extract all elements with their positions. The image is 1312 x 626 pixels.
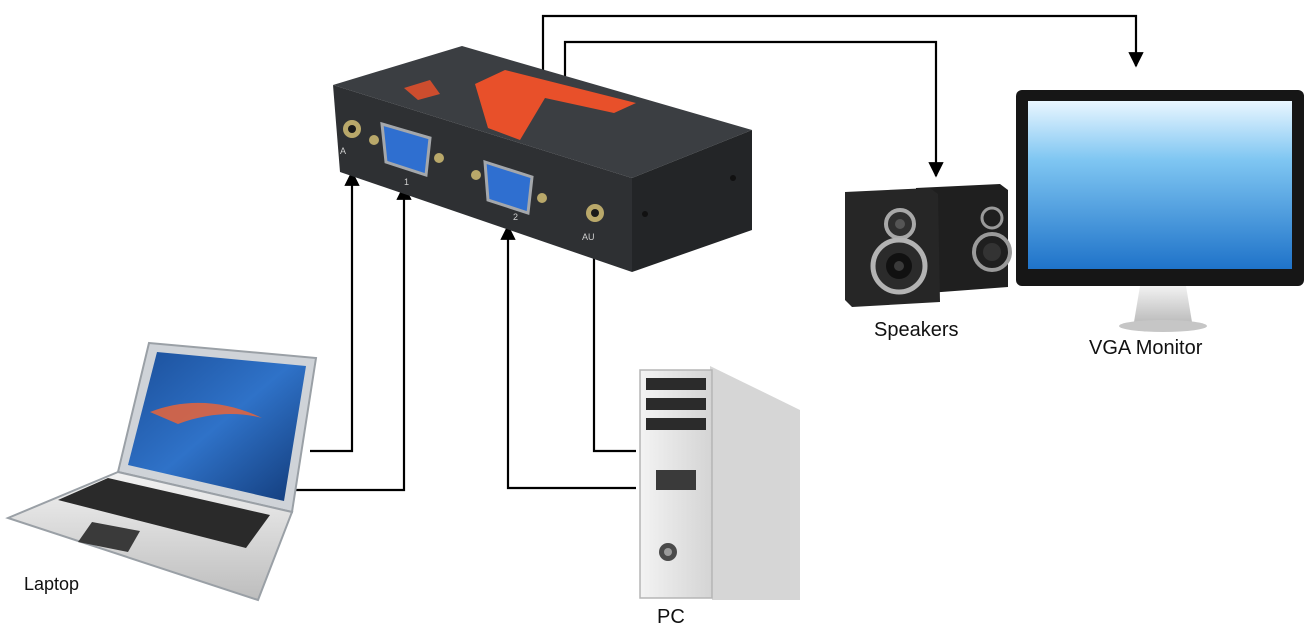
laptop-screen: [128, 352, 306, 501]
pc-tower-icon: [639, 366, 800, 600]
vga-switch-icon: A 1 2 AU: [333, 46, 752, 272]
wire-pc-audio: [586, 238, 636, 453]
pc-side-panel: [710, 366, 800, 600]
wire-pc-vga: [500, 224, 636, 490]
monitor-neck: [1134, 286, 1192, 322]
switch-accent-mark: [404, 80, 440, 100]
laptop-touchpad: [78, 522, 140, 552]
pc-drive-bay-1: [646, 378, 706, 390]
wire-laptop-audio: [310, 170, 360, 453]
laptop-screen-logo: [150, 402, 262, 424]
vga-port-2: [471, 159, 547, 215]
pc-drive-bay-2: [646, 398, 706, 410]
speaker-left: [845, 188, 940, 307]
switch-top-face: [333, 46, 752, 178]
pc-drive-bay-3: [646, 418, 706, 430]
speakers-label: Speakers: [874, 319, 959, 341]
wire-switch-to-speakers: [563, 40, 944, 178]
audio-in-label: A: [340, 146, 346, 156]
laptop-keyboard: [58, 478, 270, 548]
audio-out-label: AU: [582, 232, 595, 242]
switch-screw-back: [730, 175, 736, 181]
monitor-screen: [1028, 101, 1292, 269]
pc-label: PC: [657, 606, 685, 626]
switch-accent-stripe: [475, 70, 636, 140]
monitor-label: VGA Monitor: [1089, 337, 1203, 359]
wire-laptop-vga: [293, 184, 412, 492]
laptop-icon: [5, 341, 318, 602]
wire-switch-to-monitor: [541, 14, 1144, 70]
pc-floppy-bay: [656, 470, 696, 490]
monitor-icon: [1016, 90, 1304, 332]
monitor-stand-base: [1119, 320, 1207, 332]
laptop-label: Laptop: [24, 574, 79, 594]
speakers-icon: [845, 184, 1012, 307]
switch-side-face: [632, 130, 752, 272]
switch-screw-side: [642, 211, 648, 217]
port-1-label: 1: [404, 177, 409, 187]
port-2-label: 2: [513, 212, 518, 222]
wires: [293, 14, 1144, 492]
vga-port-1: [369, 121, 444, 177]
